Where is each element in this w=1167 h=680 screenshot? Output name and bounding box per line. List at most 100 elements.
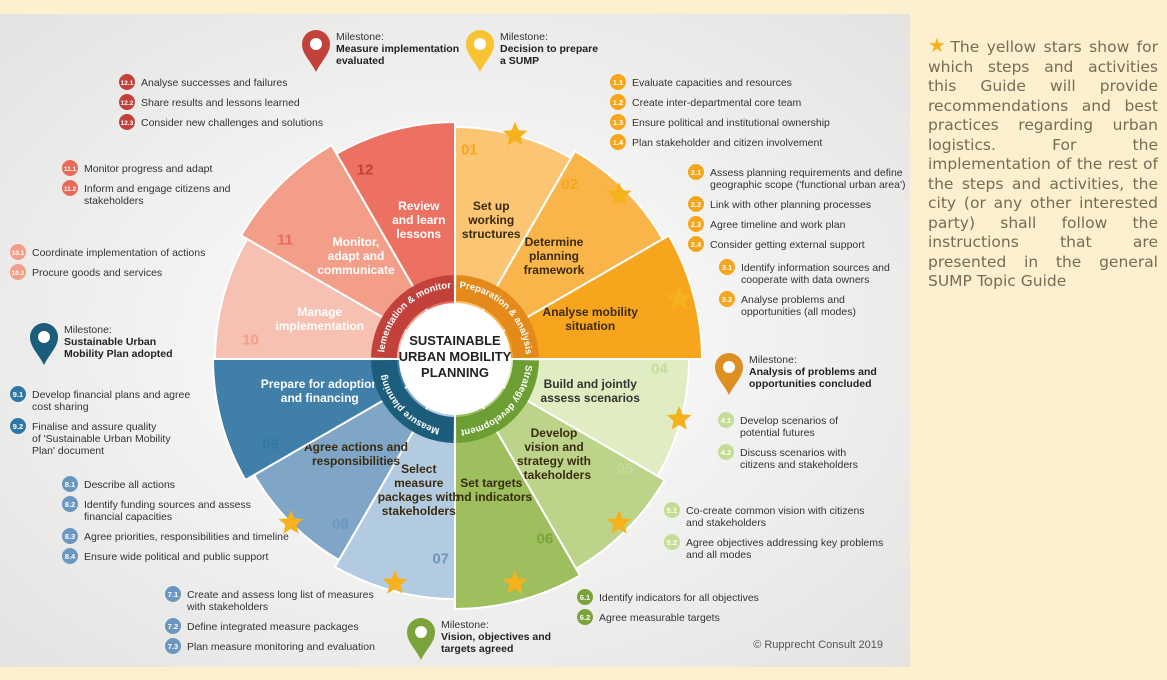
activity-badge [577,589,593,605]
activity-text: Plan stakeholder and citizen involvement [632,137,822,149]
activity-text: Agree timeline and work plan [710,219,846,231]
activity-code: 5.2 [667,538,677,547]
activity-badge [62,496,78,512]
star-icon: ★ [928,33,949,57]
map-pin-icon [30,323,58,365]
activity-text: Ensure political and institutional owner… [632,117,830,129]
activity-badge [610,134,626,150]
activity-code: 9.1 [13,390,23,399]
activity-code: 8.4 [65,552,76,561]
activity-text: Share results and lessons learned [141,97,300,109]
map-pin-icon [302,30,330,72]
activity-code: 12.3 [121,120,134,127]
activity-badge [610,114,626,130]
milestone-label: Milestone: [441,619,489,631]
activity-code: 10.2 [12,270,25,277]
step-number: 05 [617,461,634,478]
activity-badge [719,291,735,307]
step-number: 04 [651,360,668,377]
activity-text: Agree measurable targets [599,612,720,624]
sidebar-note: ★The yellow stars show for which steps a… [928,33,1158,292]
activity-badge [165,638,181,654]
step-number: 07 [432,551,449,568]
activity-badge [62,476,78,492]
milestone-label: Milestone: [749,354,797,366]
activity-badge [62,160,78,176]
activity-code: 1.3 [613,118,623,127]
activity-badge [664,534,680,550]
activity-text: Create inter-departmental core team [632,97,801,109]
phase-segment [456,275,539,358]
step-number: 10 [242,332,259,349]
activity-code: 10.1 [12,250,25,257]
activity-code: 6.1 [580,593,590,602]
activity-text: Consider new challenges and solutions [141,117,323,129]
activity-badge [10,244,26,260]
map-pin-icon [466,30,494,72]
activity-badge [10,418,26,434]
activity-text: Plan measure monitoring and evaluation [187,641,375,653]
star-icon [666,406,692,430]
activity-badge [119,74,135,90]
step-number: 06 [537,530,554,547]
phase-segment [456,360,539,443]
activity-code: 3.2 [722,295,732,304]
activity-code: 3.1 [722,263,732,272]
activity-badge [610,74,626,90]
activity-badge [718,412,734,428]
activity-badge [62,180,78,196]
activity-badge [688,216,704,232]
step-number: 03 [631,256,648,273]
activity-code: 1.2 [613,98,623,107]
activity-badge [165,618,181,634]
step-number: 02 [561,176,578,193]
activity-badge [577,609,593,625]
step-number: 08 [332,516,349,533]
activity-text: Consider getting external support [710,239,865,251]
star-icon [382,570,408,594]
activity-text: Agree objectives addressing key problems… [686,537,883,561]
center-circle [399,303,511,415]
activity-code: 11.1 [64,166,77,173]
activity-code: 9.2 [13,422,23,431]
activity-badge [688,236,704,252]
activity-code: 6.2 [580,613,590,622]
activity-code: 2.3 [691,220,701,229]
star-icon [606,181,632,206]
activity-code: 4.2 [721,448,731,457]
activity-code: 8.2 [65,500,75,509]
activity-badge [719,259,735,275]
activity-text: Evaluate capacities and resources [632,77,792,89]
activity-text: Agree priorities, responsibilities and t… [84,531,289,543]
